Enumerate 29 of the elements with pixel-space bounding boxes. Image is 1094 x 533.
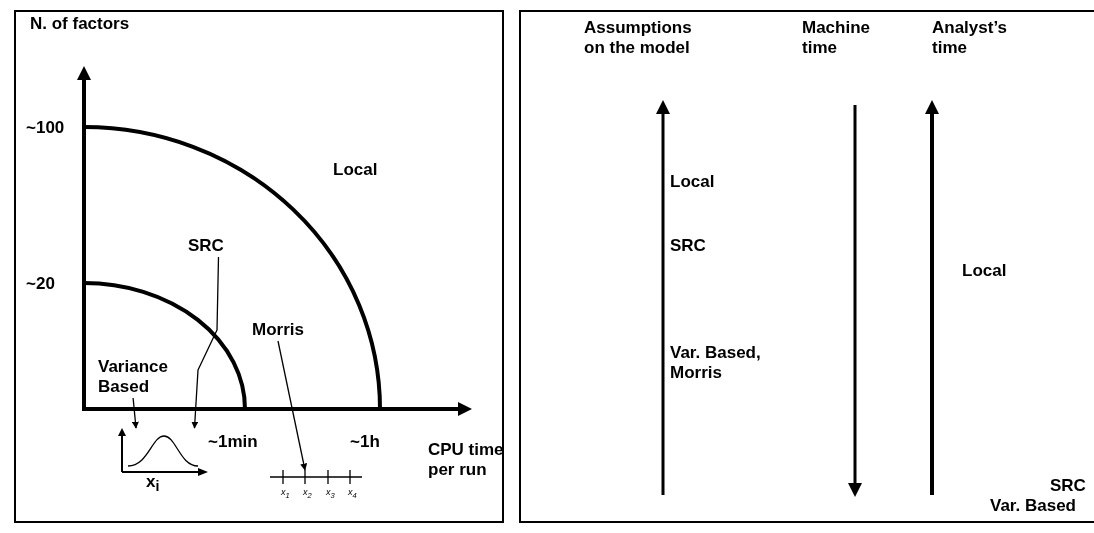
axis-title: N. of factors xyxy=(30,14,130,34)
arrow xyxy=(191,256,220,429)
column-heading: Analyst’s time xyxy=(932,18,1008,58)
axis-label: x$_{i}$ xyxy=(146,472,160,497)
column-heading: Machine time xyxy=(802,18,872,58)
region-label: Local xyxy=(333,160,378,180)
tick-label: x$_{1}$ xyxy=(281,487,290,501)
tick-label: x$_{2}$ xyxy=(303,487,312,501)
method-label: Var. Based xyxy=(990,496,1076,516)
method-label: SRC xyxy=(1050,476,1086,496)
method-label: SRC xyxy=(670,236,706,256)
axis-title: CPU time per run xyxy=(428,440,505,480)
method-label: Local xyxy=(670,172,715,192)
tick-axis-drawing xyxy=(270,470,362,484)
text-label: Morris xyxy=(252,320,304,340)
tick-label: x$_{4}$ xyxy=(348,487,357,501)
method-label: Var. Based, Morris xyxy=(670,343,762,383)
tick-label: ~1h xyxy=(350,432,380,452)
arrow xyxy=(131,397,139,429)
distribution-plot-drawing xyxy=(118,428,208,474)
text-label: Variance Based xyxy=(98,357,176,397)
tick-label: ~100 xyxy=(26,118,65,138)
arrow xyxy=(277,340,308,471)
text-label: SRC xyxy=(188,236,224,256)
column-heading: Assumptions on the model xyxy=(584,18,693,58)
method-label: Local xyxy=(962,261,1007,281)
tick-label: ~1min xyxy=(208,432,258,452)
tick-label: ~20 xyxy=(26,274,55,294)
tick-label: x$_{3}$ xyxy=(326,487,335,501)
